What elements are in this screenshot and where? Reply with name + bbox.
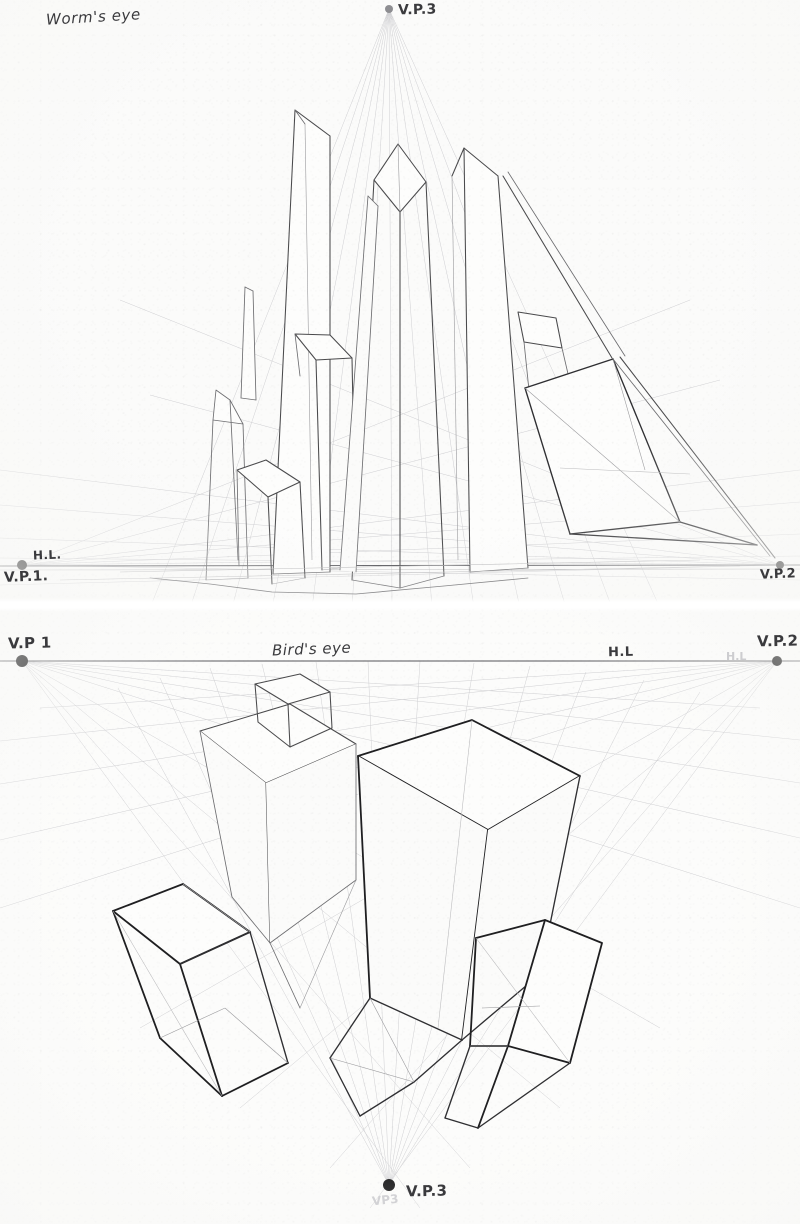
worm-tower-right-tall xyxy=(451,147,529,573)
bird-vp3-label-erased: VP3 xyxy=(371,1191,400,1209)
bird-slab-left xyxy=(112,883,289,1097)
bird-horizon-label-erased: H.L xyxy=(726,650,747,663)
worm-vp3-label: V.P.3 xyxy=(397,1,437,19)
bird-vp1-dot xyxy=(16,655,28,667)
bird-vp3-dot xyxy=(383,1179,395,1191)
worm-vp2-label: V.P.2 xyxy=(759,566,797,583)
panel-birds-eye xyxy=(0,608,800,1224)
worms-eye-drawing xyxy=(0,5,800,608)
bird-tower-left xyxy=(199,673,357,944)
panel-worms-eye xyxy=(0,0,800,608)
worm-slab-left-lower xyxy=(205,389,249,581)
birds-eye-title: Bird's eye xyxy=(271,638,352,660)
worm-slab-left-upper xyxy=(240,286,257,401)
worm-vp1-label: V.P.1. xyxy=(3,568,49,586)
worm-tower-center-slim xyxy=(339,195,379,573)
bird-vp3-label: V.P.3 xyxy=(405,1181,448,1201)
bird-vp1-label: V.P 1 xyxy=(7,633,52,653)
worm-slab-right-big xyxy=(524,358,758,546)
birds-eye-drawing xyxy=(0,655,800,1209)
bird-vp2-label: V.P.2 xyxy=(756,631,799,651)
bird-horizon-label: H.L xyxy=(607,644,634,661)
worm-vp3-dot xyxy=(385,5,393,13)
bird-vp2-dot xyxy=(772,656,782,666)
worm-horizon-label: H.L. xyxy=(32,547,62,563)
